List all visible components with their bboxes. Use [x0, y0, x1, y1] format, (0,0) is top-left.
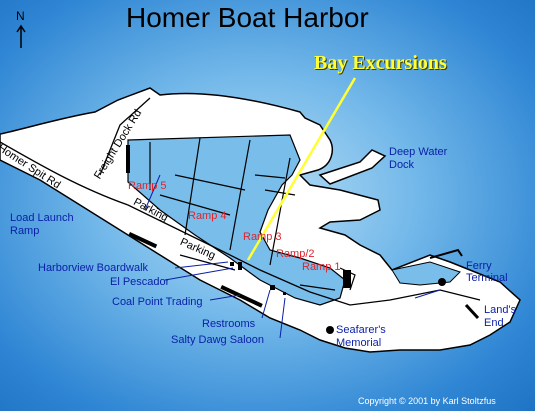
spit-road-line	[0, 141, 481, 306]
salty-dawg-saloon-label: Salty Dawg Saloon	[171, 334, 264, 346]
load-launch-label-line2: Ramp	[10, 225, 40, 237]
load-launch-label-line1: Load Launch	[10, 212, 74, 224]
bay-excursions-pointer	[246, 77, 357, 261]
freight-road-line	[99, 97, 151, 176]
ramp-2-label: Ramp/2	[276, 248, 315, 260]
bay-excursions-label: Bay Excursions	[314, 52, 447, 74]
ramp-5-label: Ramp 5	[128, 180, 167, 192]
harborview-boardwalk-label: Harborview Boardwalk	[38, 262, 149, 274]
ramp-3-label: Ramp 3	[243, 231, 282, 243]
lands-end-label-line1: Land's	[484, 304, 517, 316]
seafarers-memorial-dot	[326, 326, 334, 334]
ramp-4-label: Ramp 4	[188, 210, 227, 222]
deep-water-dock-label-line2: Dock	[389, 159, 415, 171]
lands-end-marker	[464, 303, 480, 320]
deep-water-dock	[318, 149, 387, 185]
restrooms-label: Restrooms	[202, 318, 256, 330]
harbor-basin	[127, 134, 346, 306]
north-label: N	[16, 9, 25, 23]
coal-point-trading-label: Coal Point Trading	[112, 296, 203, 308]
ferry-terminal-label-line2: Terminal	[466, 272, 508, 284]
buildings	[126, 145, 351, 308]
ferry-terminal-dot	[438, 278, 446, 286]
map-title: Homer Boat Harbor	[126, 2, 369, 33]
ramp-1-label: Ramp 1	[302, 261, 341, 273]
copyright-notice: Copyright © 2001 by Karl Stoltzfus	[358, 396, 496, 406]
ferry-terminal-label-line1: Ferry	[466, 260, 492, 272]
seafarers-memorial-label-line2: Memorial	[336, 337, 382, 349]
leader-lines	[144, 174, 441, 339]
deep-water-dock-label-line1: Deep Water	[389, 146, 448, 158]
lands-end-label-line2: End	[484, 317, 504, 329]
parking-road-line	[179, 254, 236, 271]
el-pescador-label: El Pescador	[110, 276, 170, 288]
north-arrow-icon	[16, 24, 26, 48]
dock-fingers	[149, 137, 356, 291]
seafarers-memorial-label-line1: Seafarer's	[336, 324, 386, 336]
ferry-dock	[429, 248, 463, 259]
